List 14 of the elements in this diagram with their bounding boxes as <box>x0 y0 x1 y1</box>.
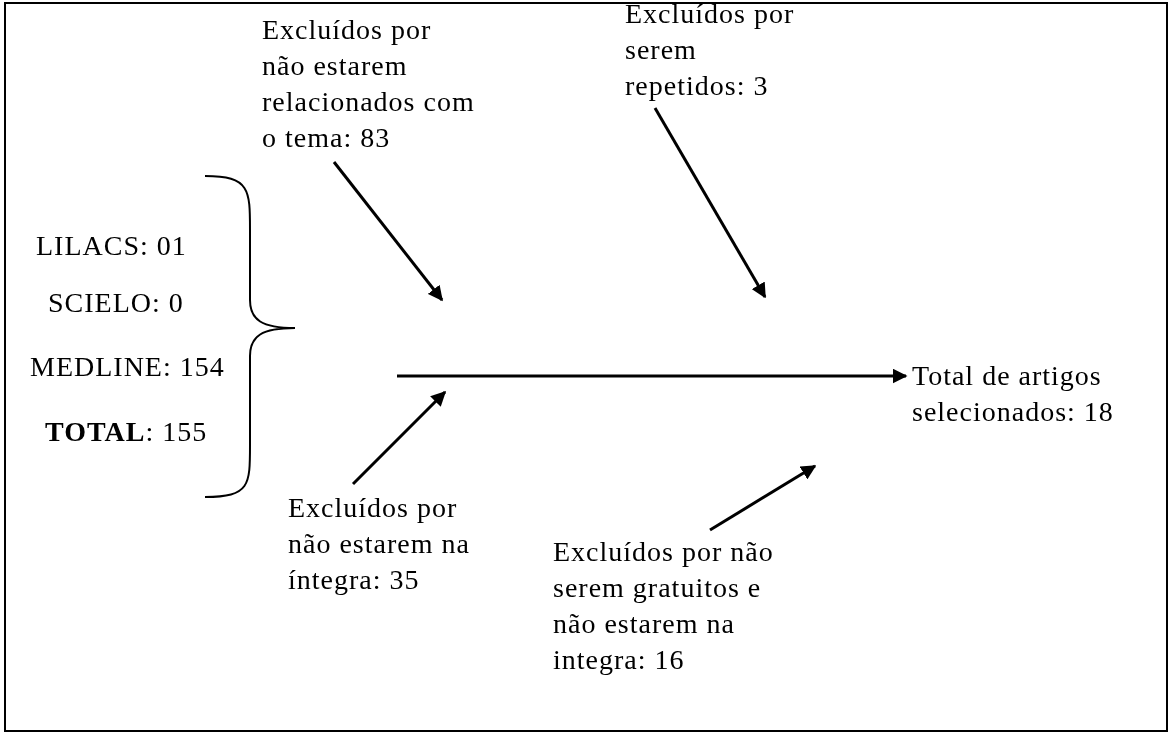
node-text: Excluídos por serem repetidos: 3 <box>625 0 796 103</box>
arrow <box>653 107 767 299</box>
arrow <box>709 464 817 532</box>
node-text: Total de artigos selecionados: 18 <box>912 359 1115 429</box>
database-count: SCIELO: 0 <box>48 286 184 320</box>
node-text: Excluídos por não estarem na íntegra: 35 <box>288 491 471 597</box>
database-count: TOTAL: 155 <box>45 415 208 449</box>
node-text: Excluídos por não estarem relacionados com o tema: 83 <box>262 13 476 155</box>
database-count: MEDLINE: 154 <box>30 350 225 384</box>
arrow <box>351 390 447 486</box>
arrow <box>332 161 444 302</box>
node-text: Excluídos por não serem gratuitos e não estarem na integra: 16 <box>553 535 775 677</box>
database-count: LILACS: 01 <box>36 229 187 263</box>
arrow <box>397 368 908 384</box>
